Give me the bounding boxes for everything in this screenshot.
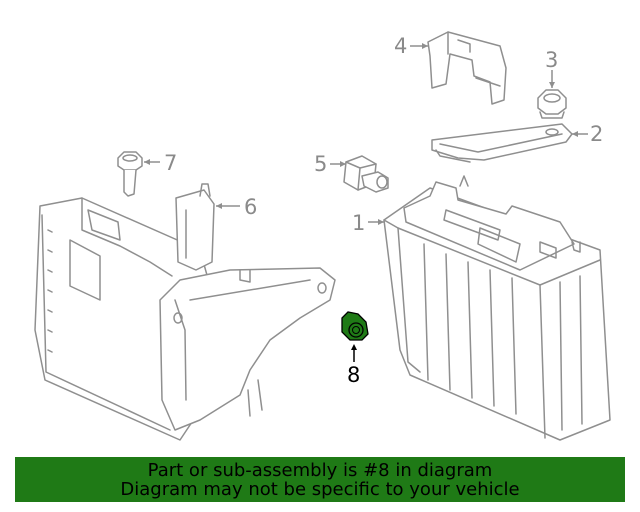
bolt-drawing <box>117 151 143 197</box>
hold-down-bar-drawing <box>431 123 573 163</box>
callout-6: 6 <box>244 195 257 219</box>
callout-7: 7 <box>164 151 177 175</box>
leader-lines <box>144 43 588 362</box>
callout-4: 4 <box>394 34 407 58</box>
info-banner: Part or sub-assembly is #8 in diagram Di… <box>15 457 625 502</box>
callout-5: 5 <box>314 152 327 176</box>
callout-1: 1 <box>352 211 365 235</box>
battery-tray-drawing <box>34 183 336 441</box>
parts-diagram: 1 2 3 4 5 6 7 8 <box>34 31 611 441</box>
nut-drawing <box>537 89 567 119</box>
callout-2: 2 <box>590 122 603 146</box>
battery-drawing <box>383 175 611 441</box>
callout-3: 3 <box>545 48 558 72</box>
clamp-cover-drawing <box>427 31 507 105</box>
callout-8: 8 <box>347 363 360 387</box>
connector-drawing <box>343 155 389 193</box>
banner-line-2: Diagram may not be specific to your vehi… <box>120 479 520 500</box>
highlighted-part-8 <box>341 311 369 341</box>
banner-line-1: Part or sub-assembly is #8 in diagram <box>147 460 493 481</box>
